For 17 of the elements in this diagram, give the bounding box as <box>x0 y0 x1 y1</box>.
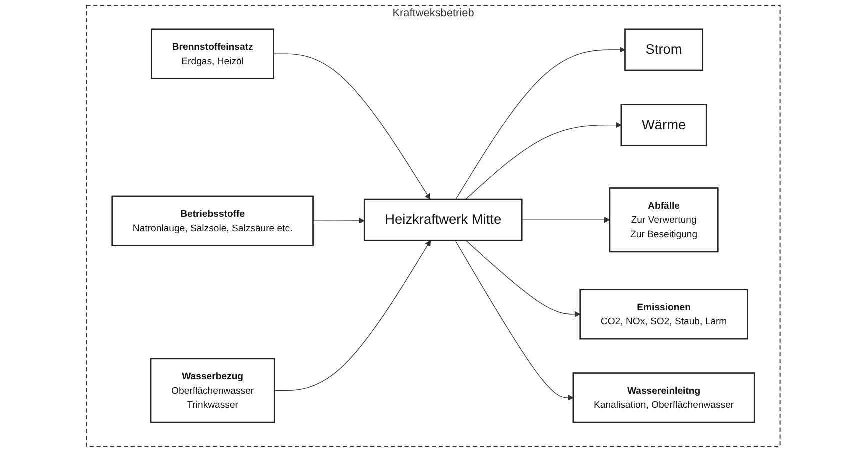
node-box: Emissionen CO2, NOx, SO2, Staub, Lärm <box>580 289 748 340</box>
arrow <box>522 217 610 224</box>
arrow <box>455 240 574 401</box>
node-box: Brennstoffeinsatz Erdgas, Heizöl <box>151 28 275 80</box>
node-box: Wassereinleitng Kanalisation, Oberflächenwasser <box>572 372 756 424</box>
node-box: Heizkraftwerk Mitte <box>364 198 523 242</box>
arrow <box>273 54 431 200</box>
node-box: Abfälle Zur Verwertung Zur Beseitigung <box>609 188 719 253</box>
arrow <box>456 46 626 200</box>
arrow <box>312 218 365 224</box>
arrow <box>466 240 581 318</box>
node-box: Wasserbezug Oberflächenwasser Trinkwasser <box>150 358 276 424</box>
arrow <box>466 122 622 200</box>
node-box: Wärme <box>620 104 708 146</box>
node-box: Betriebsstoffe Natronlauge, Salzsole, Salzsäure etc. <box>112 196 314 246</box>
node-box: Strom <box>624 28 704 72</box>
arrow <box>274 240 432 392</box>
